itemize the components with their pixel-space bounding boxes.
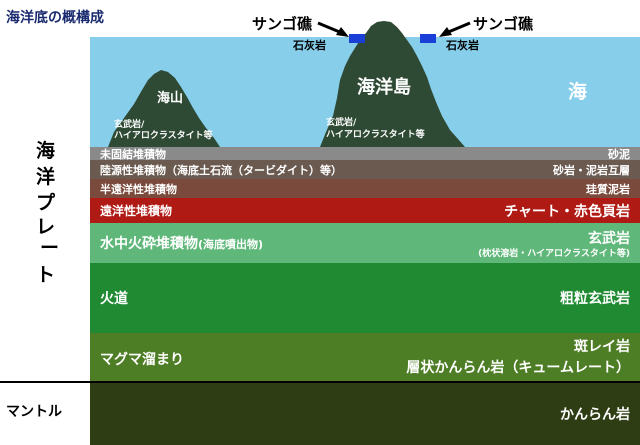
island-rock-line1: 玄武岩/ — [326, 116, 357, 128]
svg-text:洋: 洋 — [36, 165, 55, 188]
layer-label-magma-chamber: マグマ溜まり — [100, 351, 184, 368]
mantle-label: マントル — [6, 404, 62, 420]
layer-label-pelagic: 遠洋性堆積物 — [100, 203, 172, 218]
reef-arrow-left — [317, 21, 349, 37]
reef-rock-left: 石灰岩 — [292, 38, 326, 52]
layer-rock-magma-chamber: 斑レイ岩 — [574, 338, 630, 355]
layer-rock-pelagic: チャート・赤色頁岩 — [504, 203, 630, 220]
svg-text:レ: レ — [36, 216, 55, 238]
layer-label-terrigenous: 陸源性堆積物（海底土石流（タービダイト）等） — [100, 163, 342, 177]
seamount-rock-line1: 玄武岩/ — [114, 118, 145, 130]
coral-reef-left — [349, 34, 365, 43]
layer-magma-chamber — [90, 333, 640, 382]
layer-label-hemipelagic: 半遠洋性堆積物 — [100, 182, 177, 196]
seamount-shape — [108, 70, 220, 147]
island-name: 海洋島 — [357, 76, 411, 98]
seamount-rock-line2: ハイアロクラスタイト等 — [114, 129, 213, 141]
svg-text:プ: プ — [36, 191, 56, 214]
ocean-label: 海 — [568, 80, 587, 103]
layer-terrigenous — [90, 160, 640, 179]
layer-rock-unconsolidated: 砂泥 — [608, 147, 630, 161]
layer-unconsolidated — [90, 147, 640, 160]
layer-volcaniclastic — [90, 223, 640, 263]
diagram-title: 海洋底の概構成 — [6, 9, 104, 26]
reef-label-left: サンゴ礁 — [252, 15, 312, 33]
reef-label-right: サンゴ礁 — [473, 15, 533, 33]
layer-pelagic — [90, 198, 640, 223]
oceanic-plate-label: 海 洋 プ レ ー ト — [36, 139, 59, 286]
layer-conduit — [90, 263, 640, 333]
coral-reef-right — [420, 34, 436, 43]
island-shape — [320, 21, 465, 147]
layer-rock-terrigenous: 砂岩・泥岩互層 — [553, 163, 630, 177]
layer-rock-conduit: 粗粒玄武岩 — [560, 290, 630, 307]
layer-rock-hemipelagic: 珪質泥岩 — [586, 182, 630, 196]
svg-text:ー: ー — [40, 237, 59, 259]
layer-rock-volcaniclastic-sub: (枕状溶岩・ハイアロクラスタイト等) — [478, 247, 630, 259]
svg-text:海: 海 — [36, 139, 55, 162]
layer-label-volcaniclastic: 水中火砕堆積物(海底噴出物) — [100, 235, 263, 252]
reef-rock-right: 石灰岩 — [445, 38, 479, 52]
seamount-name: 海山 — [157, 90, 183, 106]
reef-arrow-right — [439, 21, 471, 37]
layer-rock-volcaniclastic: 玄武岩 — [588, 230, 630, 247]
layer-rock-mantle: かんらん岩 — [560, 406, 630, 423]
layer-mantle — [90, 382, 640, 445]
svg-text:ト: ト — [36, 264, 55, 286]
layer-label-conduit: 火道 — [100, 290, 128, 307]
island-rock-line2: ハイアロクラスタイト等 — [326, 128, 425, 140]
layer-rock-magma-chamber-sub: 層状かんらん岩（キュームレート） — [406, 359, 630, 376]
layer-label-unconsolidated: 未固結堆積物 — [99, 147, 166, 161]
layer-hemipelagic — [90, 179, 640, 198]
